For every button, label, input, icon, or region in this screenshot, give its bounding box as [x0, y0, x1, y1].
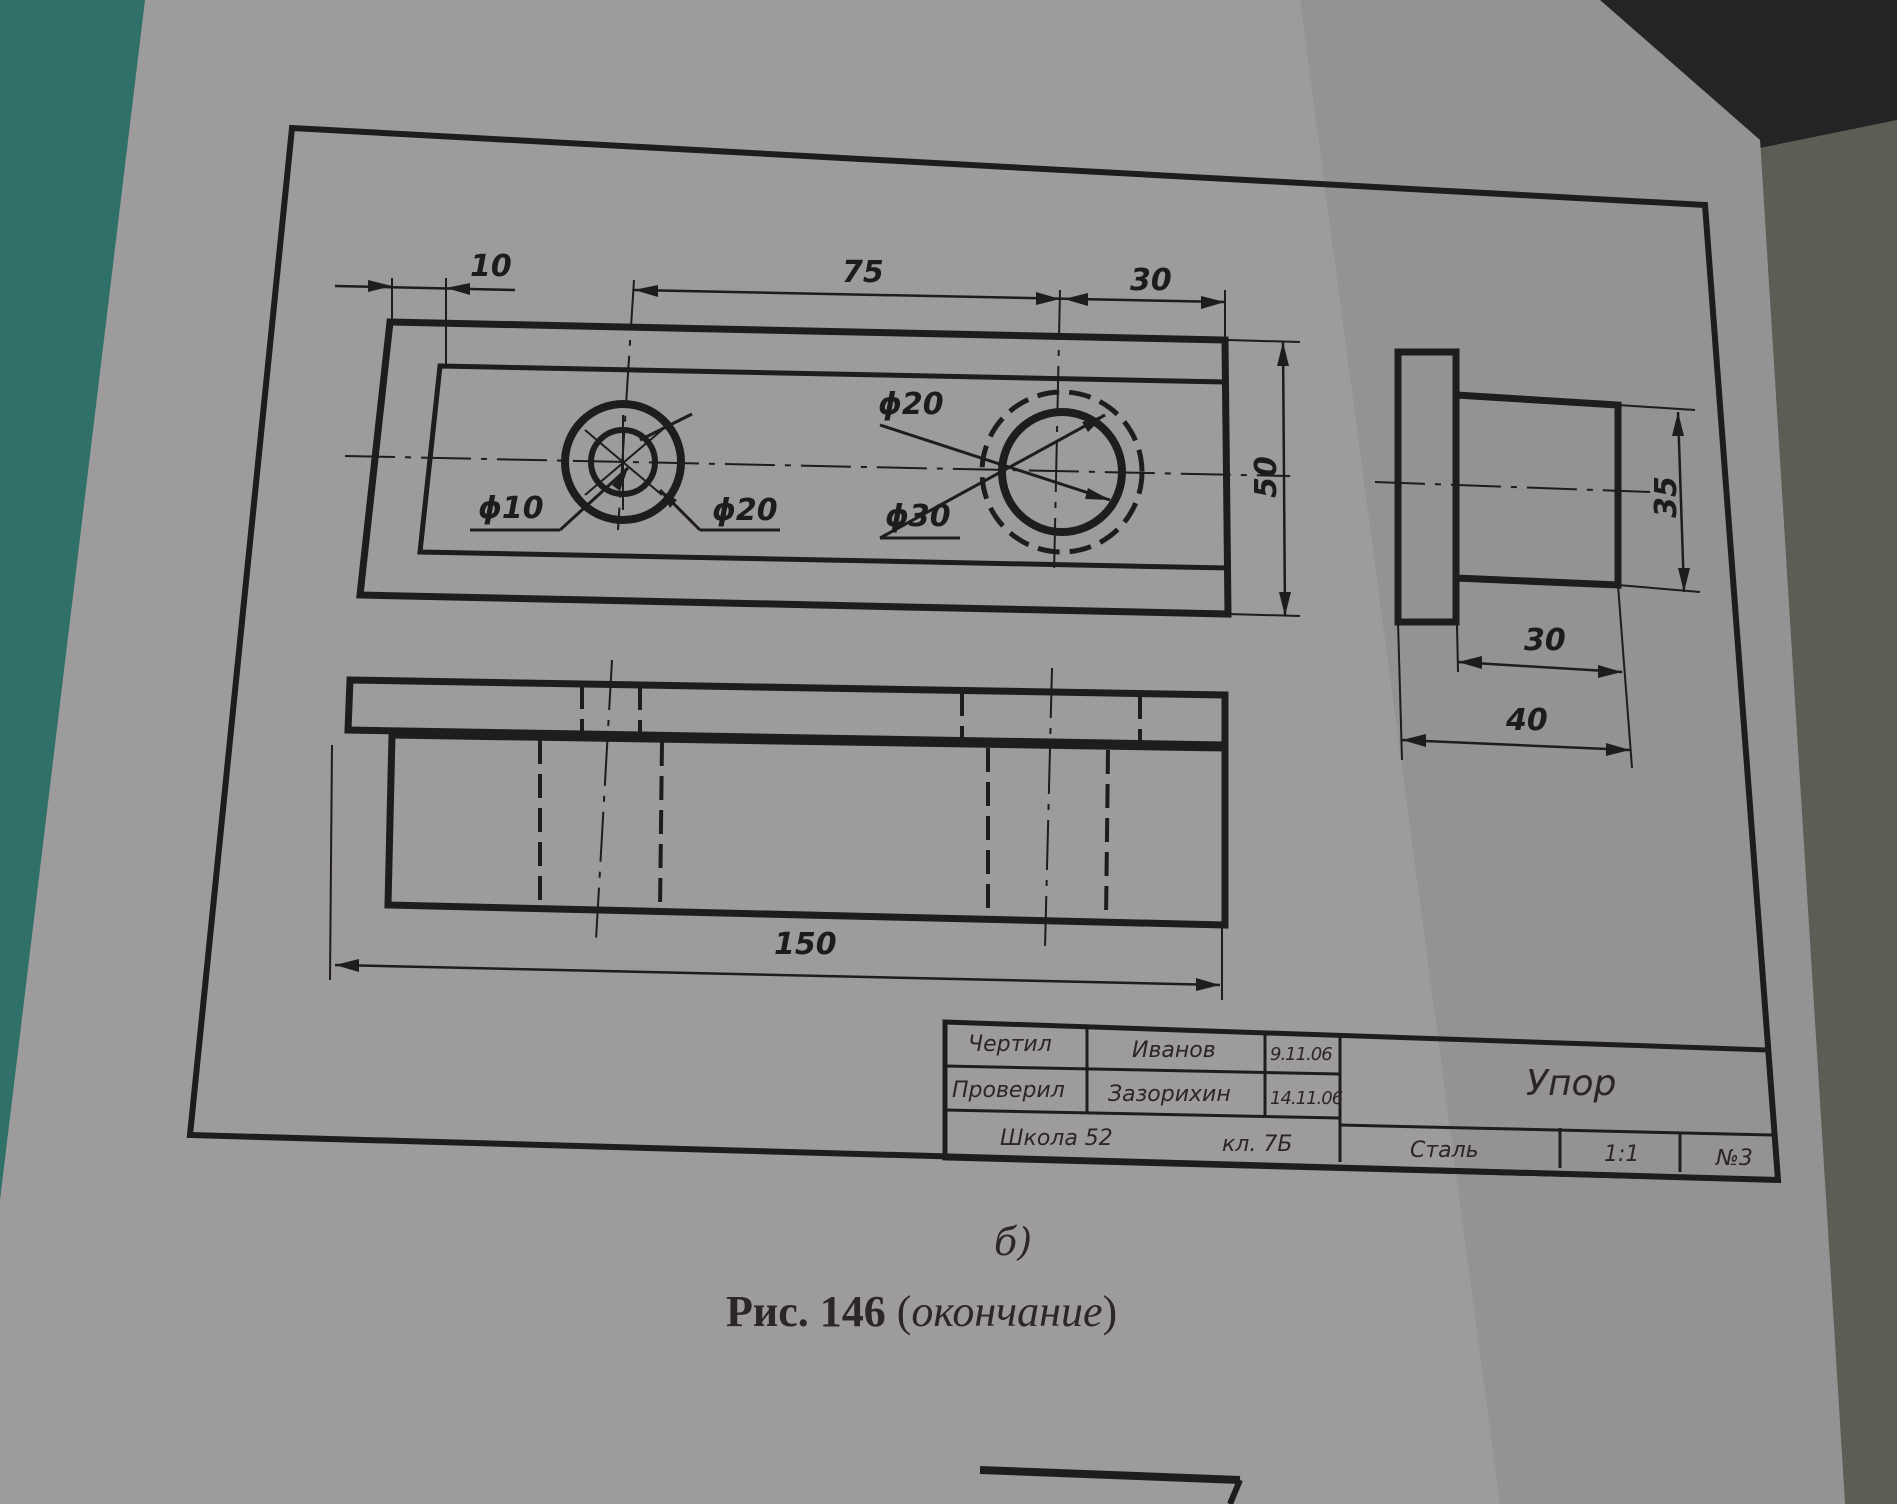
dim-label-50: 50 [1248, 456, 1284, 498]
ext-line [1617, 584, 1701, 593]
leader-phi30 [879, 413, 1106, 540]
top-view-inner [417, 363, 1231, 571]
ext-line [1617, 404, 1696, 411]
dim-label-35: 35 [1648, 476, 1684, 518]
ext-line [329, 744, 333, 981]
arrowhead [1201, 296, 1225, 309]
dim-label-phi20-right: ϕ20 [878, 387, 944, 422]
arrowhead [1458, 656, 1482, 669]
front-view-body [384, 731, 1229, 929]
arrowhead [1085, 488, 1110, 500]
arrowhead [1036, 292, 1060, 305]
title-scale: 1:1 [1604, 1142, 1640, 1167]
figure-caption: Рис. 146 (окончание) [726, 1286, 1117, 1337]
dim-line-30-side [1457, 660, 1623, 674]
figure-caption-note: окончание [911, 1287, 1103, 1336]
dim-line-150 [334, 963, 1221, 987]
title-drew-date: 9.11.06 [1270, 1044, 1333, 1065]
dim-label-phi30: ϕ30 [885, 499, 951, 534]
dim-label-30: 30 [1130, 263, 1172, 298]
center-line-side [1374, 481, 1651, 493]
title-material: Сталь [1410, 1138, 1479, 1163]
title-checked-label: Проверил [952, 1078, 1065, 1103]
arrowhead [1678, 568, 1690, 592]
center-line-horizontal [344, 455, 1291, 477]
dim-line-35 [1676, 411, 1686, 593]
dim-label-40: 40 [1506, 703, 1548, 738]
page-shade [1300, 0, 1845, 1504]
title-block-line [944, 1108, 1341, 1120]
next-figure-fragment [1227, 1478, 1243, 1504]
dim-line-75-30 [633, 288, 1226, 304]
title-block-line [1339, 1123, 1773, 1137]
page-edge-right [1750, 120, 1897, 1504]
dim-label-phi20-left: ϕ20 [712, 493, 778, 528]
arrowhead [1277, 342, 1289, 366]
title-block-frame [942, 1019, 1781, 1183]
arrowhead [612, 468, 628, 491]
arrowhead [1402, 734, 1426, 747]
hole-left-outer [561, 400, 685, 524]
ext-line [1617, 584, 1633, 769]
dim-line-10 [334, 284, 516, 292]
dim-line-50 [1281, 341, 1287, 617]
center-line-hole-right [1053, 289, 1061, 576]
title-part-name: Упор [1526, 1063, 1617, 1104]
dim-line-40 [1401, 738, 1631, 752]
title-drew-label: Чертил [968, 1032, 1052, 1057]
hidden-line [658, 741, 664, 911]
title-class: кл. 7Б [1222, 1132, 1293, 1157]
title-checked-date: 14.11.06 [1270, 1088, 1343, 1109]
center-line-front-right [1044, 667, 1053, 949]
ext-line [1227, 339, 1301, 343]
arrowhead [1196, 978, 1220, 991]
arrowhead [1672, 412, 1684, 436]
arrowhead [1598, 665, 1622, 678]
arrowhead [660, 490, 677, 508]
leader-phi20-right [879, 423, 1111, 502]
arrowhead [1606, 743, 1630, 756]
dim-label-75: 75 [842, 255, 884, 290]
title-sheet: №3 [1716, 1146, 1753, 1171]
title-drew-name: Иванов [1132, 1038, 1216, 1063]
center-line-hole-left [617, 279, 635, 531]
center-line-front-left [595, 659, 613, 941]
arrowhead [446, 283, 470, 295]
arrowhead [1064, 293, 1088, 306]
title-block-line [944, 1064, 1341, 1076]
next-figure-fragment [979, 1466, 1241, 1484]
figure-letter: б) [994, 1220, 1033, 1264]
title-school: Школа 52 [1000, 1126, 1113, 1151]
hidden-line [1104, 749, 1110, 921]
figure-caption-close: ) [1102, 1287, 1118, 1336]
arrowhead [1082, 415, 1105, 432]
dim-label-30-side: 30 [1524, 623, 1566, 658]
arrowhead [335, 959, 359, 972]
figure-caption-label: Рис. 146 [726, 1287, 886, 1336]
ext-line [1455, 577, 1459, 673]
arrowhead [634, 285, 658, 297]
ext-line [1397, 621, 1403, 761]
arrowhead [368, 280, 392, 292]
dim-label-phi10: ϕ10 [478, 491, 544, 526]
arrowhead [1279, 592, 1291, 616]
dim-label-150: 150 [774, 927, 837, 962]
leader-phi10-slant [558, 466, 630, 532]
dim-label-10: 10 [470, 249, 512, 284]
title-checked-name: Зазорихин [1108, 1082, 1231, 1107]
leader-phi20-left-arrow [639, 412, 693, 442]
ext-line [1227, 613, 1301, 617]
figure-caption-open: ( [885, 1287, 912, 1336]
